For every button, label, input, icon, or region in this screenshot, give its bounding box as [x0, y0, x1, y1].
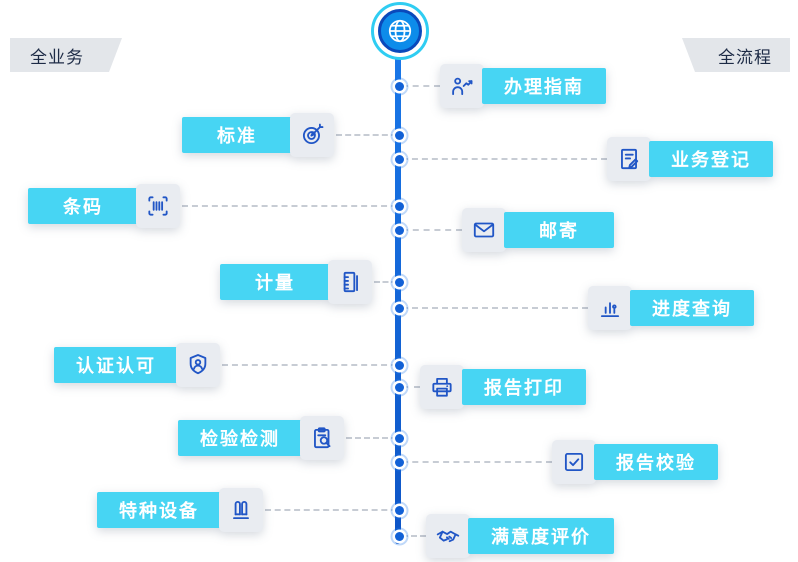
timeline-node	[394, 531, 404, 541]
timeline-item-satisfaction: 满意度评价	[426, 514, 614, 558]
timeline-node	[394, 225, 404, 235]
connector-line	[402, 229, 462, 231]
timeline-label[interactable]: 办理指南	[482, 68, 606, 104]
timeline-node	[394, 382, 404, 392]
mail-icon[interactable]	[462, 208, 506, 252]
timeline-label[interactable]: 计量	[220, 264, 330, 300]
timeline-node	[394, 277, 404, 287]
connector-line	[402, 85, 440, 87]
timeline-label[interactable]: 特种设备	[97, 492, 221, 528]
timeline-item-register: 业务登记	[607, 137, 773, 181]
connector-line	[402, 535, 426, 537]
banner-all-process: 全流程	[682, 38, 790, 72]
target-icon[interactable]	[290, 113, 334, 157]
printer-icon[interactable]	[420, 365, 464, 409]
register-icon[interactable]	[607, 137, 651, 181]
timeline-label[interactable]: 报告打印	[462, 369, 586, 405]
progress-icon[interactable]	[588, 286, 632, 330]
connector-line	[222, 364, 397, 366]
timeline-label[interactable]: 业务登记	[649, 141, 773, 177]
timeline-node	[394, 505, 404, 515]
timeline-item-certification: 认证认可	[54, 343, 220, 387]
timeline-label[interactable]: 标准	[182, 117, 292, 153]
timeline-node	[394, 433, 404, 443]
banner-all-business: 全业务	[10, 38, 122, 72]
connector-line	[402, 461, 552, 463]
connector-line	[402, 158, 607, 160]
certification-icon[interactable]	[176, 343, 220, 387]
timeline-item-progress: 进度查询	[588, 286, 754, 330]
timeline-item-inspection: 检验检测	[178, 416, 344, 460]
timeline-label[interactable]: 进度查询	[630, 290, 754, 326]
verify-icon[interactable]	[552, 440, 596, 484]
connector-line	[346, 437, 397, 439]
timeline-label[interactable]: 条码	[28, 188, 138, 224]
timeline-item-print: 报告打印	[420, 365, 586, 409]
connector-line	[402, 386, 420, 388]
equipment-icon[interactable]	[219, 488, 263, 532]
measure-icon[interactable]	[328, 260, 372, 304]
timeline-node	[394, 360, 404, 370]
timeline-item-measure: 计量	[220, 260, 372, 304]
timeline-line	[395, 32, 401, 544]
timeline-item-equipment: 特种设备	[97, 488, 263, 532]
timeline-label[interactable]: 检验检测	[178, 420, 302, 456]
connector-line	[402, 307, 588, 309]
globe-ring	[371, 2, 429, 60]
barcode-icon[interactable]	[136, 184, 180, 228]
timeline-node	[394, 201, 404, 211]
timeline-item-barcode: 条码	[28, 184, 180, 228]
timeline-label[interactable]: 满意度评价	[468, 518, 614, 554]
timeline-label[interactable]: 认证认可	[54, 347, 178, 383]
timeline-label[interactable]: 报告校验	[594, 444, 718, 480]
timeline-item-guide: 办理指南	[440, 64, 606, 108]
timeline-label[interactable]: 邮寄	[504, 212, 614, 248]
timeline-item-verify: 报告校验	[552, 440, 718, 484]
globe-icon	[378, 9, 422, 53]
satisfaction-icon[interactable]	[426, 514, 470, 558]
connector-line	[265, 509, 397, 511]
guide-icon[interactable]	[440, 64, 484, 108]
timeline-node	[394, 457, 404, 467]
timeline-item-standard: 标准	[182, 113, 334, 157]
inspection-icon[interactable]	[300, 416, 344, 460]
connector-line	[182, 205, 397, 207]
timeline-node	[394, 154, 404, 164]
timeline-node	[394, 130, 404, 140]
connector-line	[374, 281, 397, 283]
timeline-node	[394, 81, 404, 91]
connector-line	[336, 134, 397, 136]
timeline-item-mail: 邮寄	[462, 208, 614, 252]
timeline-node	[394, 303, 404, 313]
